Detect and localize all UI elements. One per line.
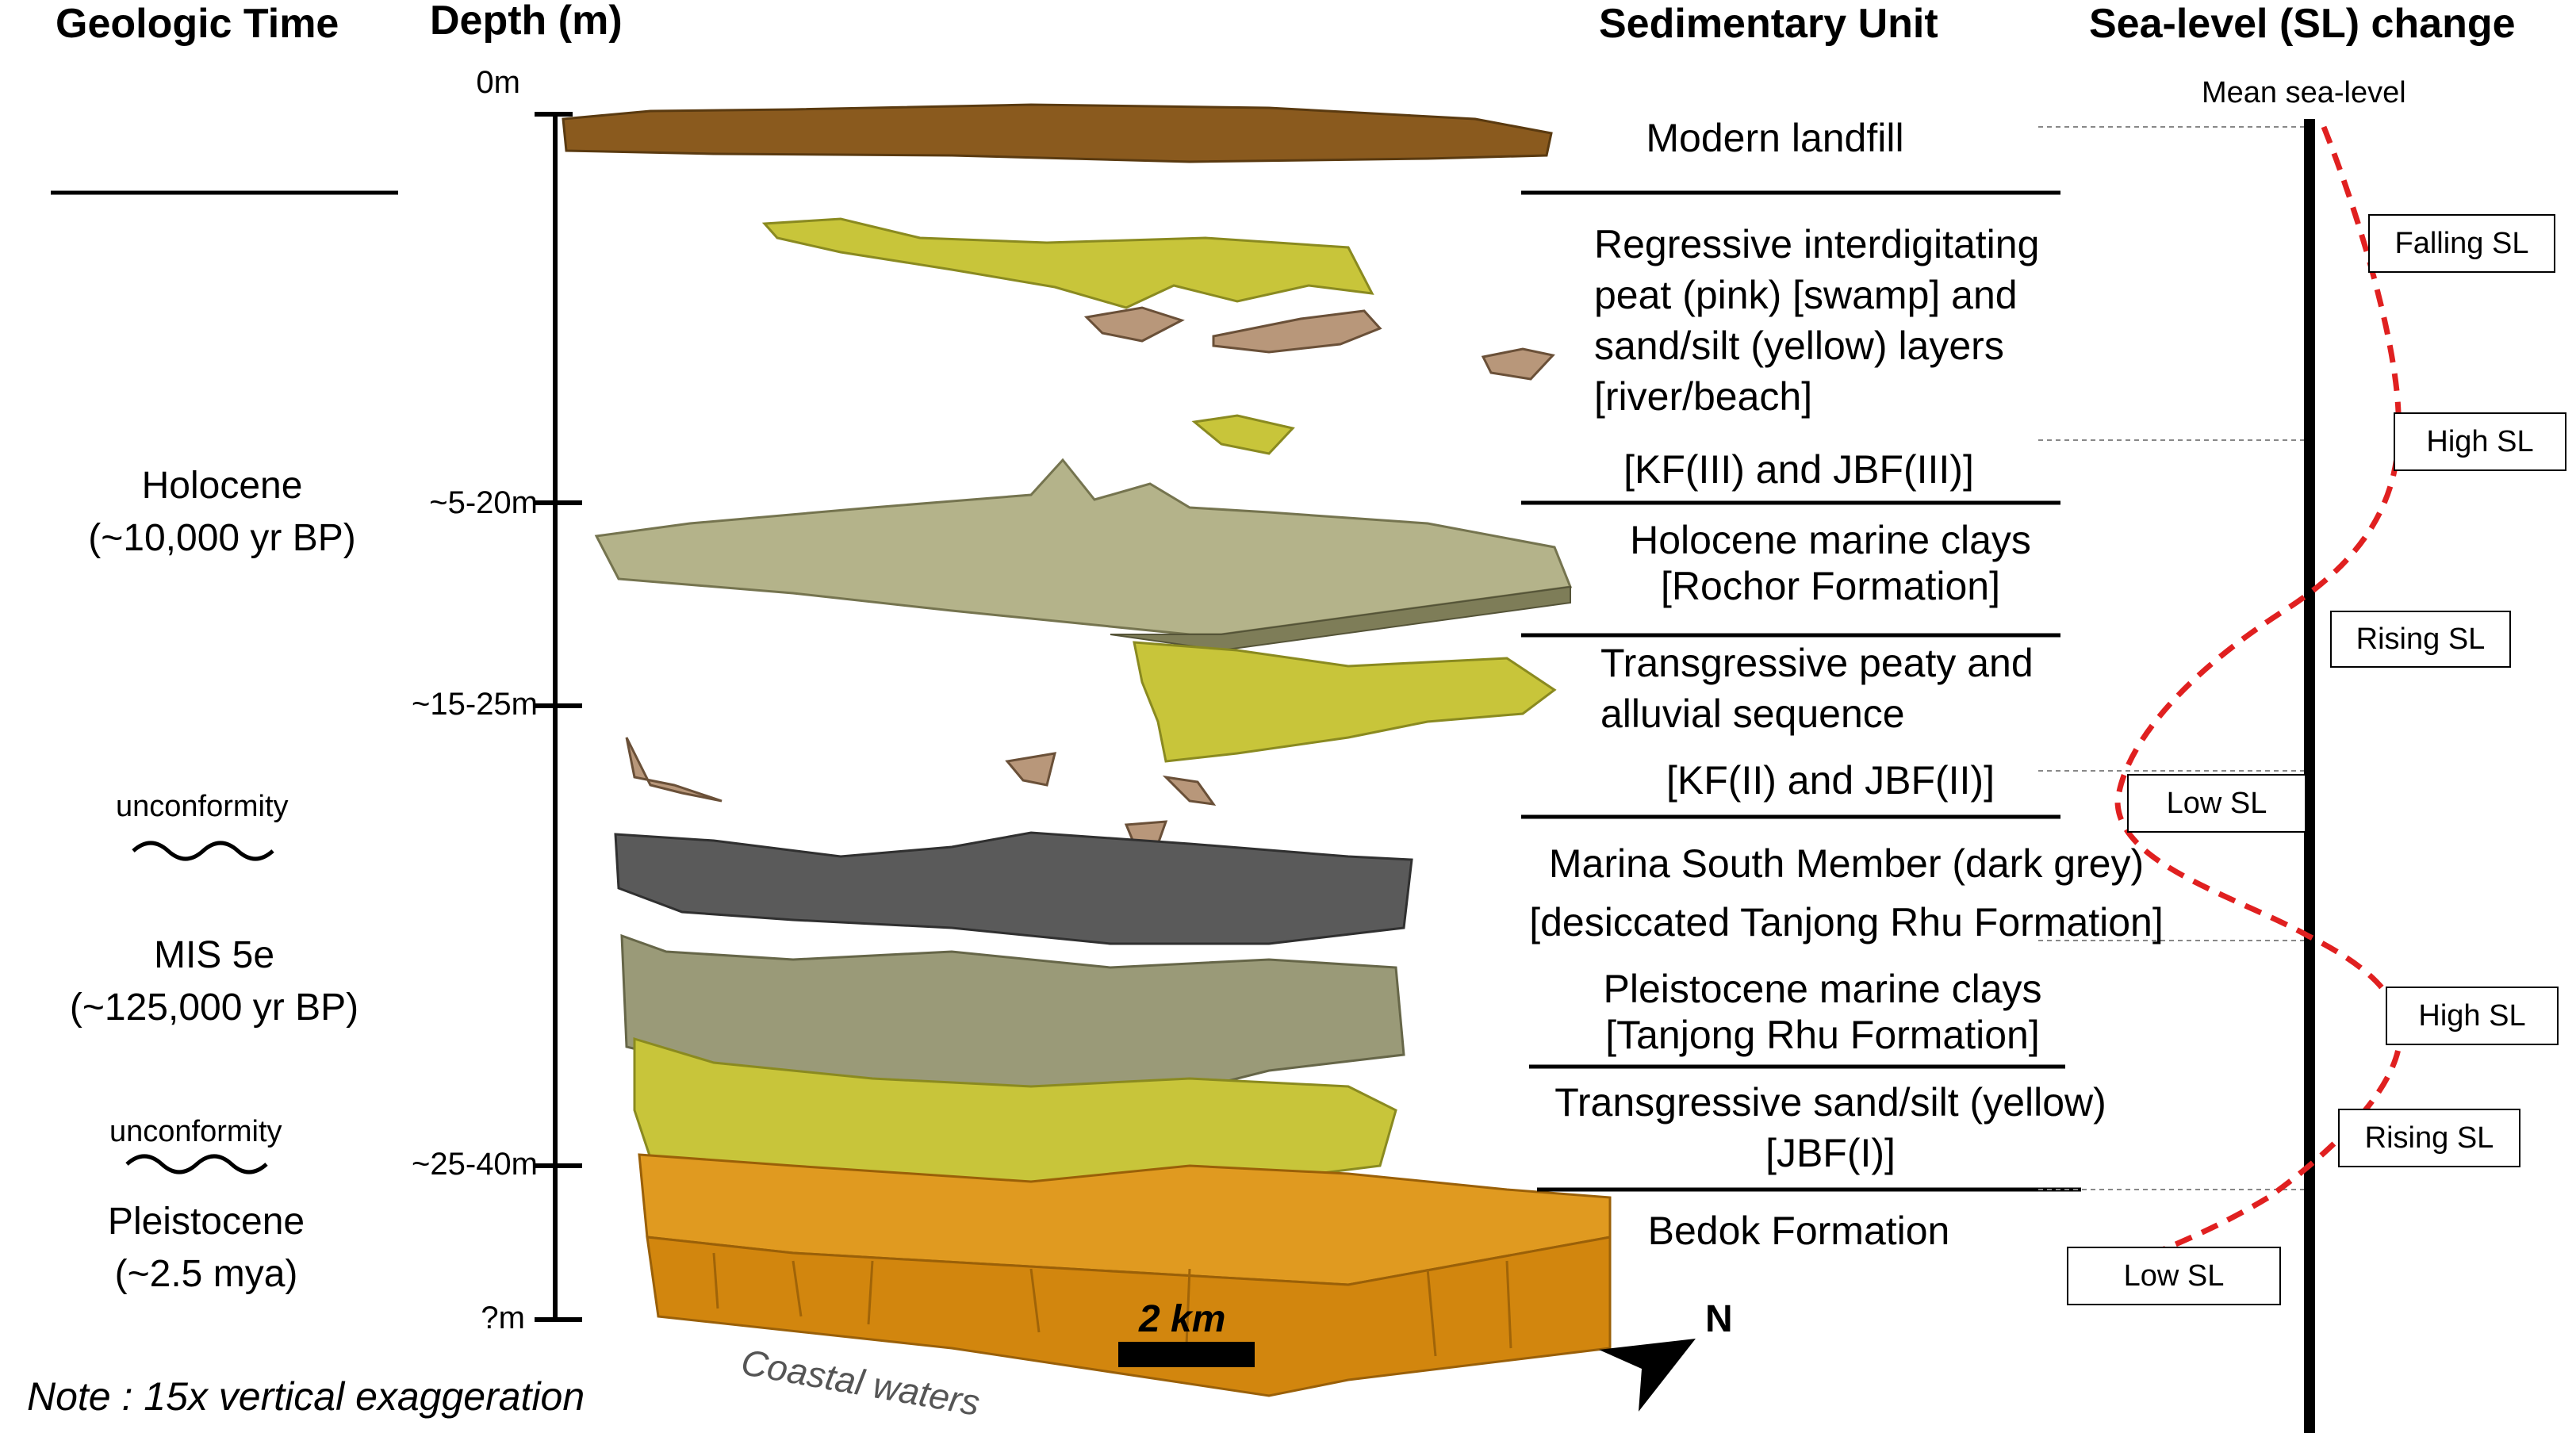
depth-tick-4: ?m: [481, 1301, 525, 1335]
unit-divider-lines: [1521, 190, 2081, 1192]
unconformity-label-lower: unconformity: [109, 1115, 282, 1148]
sl-box-rising-lower: Rising SL: [2338, 1109, 2520, 1167]
sl-box-low-lower: Low SL: [2067, 1247, 2281, 1305]
unit-marina-south-line-1: Marina South Member (dark grey): [1548, 841, 2145, 886]
depth-tick-1: ~5-20m: [429, 485, 538, 520]
bedok-ridges: [712, 1252, 1512, 1365]
depth-tick-3: ~25-40m: [412, 1147, 538, 1182]
layer-transgressive-peaty: [1133, 641, 1557, 763]
sea-level-dashed-guides: [2038, 126, 2306, 1190]
layer-holocene-marine-clay: [594, 458, 1573, 636]
era-holocene: Holocene (~10,000 yr BP): [48, 460, 397, 565]
unit-regressive-line-2: peat (pink) [swamp] and: [1594, 273, 2018, 317]
sl-box-rising-upper: Rising SL: [2330, 611, 2511, 668]
layer-regressive-sand-small: [1191, 414, 1295, 455]
layer-bedok-formation-body: [646, 1236, 1612, 1397]
depth-axis: [535, 112, 582, 1322]
unit-regressive-line-3: sand/silt (yellow) layers: [1594, 324, 2004, 368]
scale-bar: [1118, 1342, 1255, 1367]
depth-tick-2: ~15-25m: [412, 687, 538, 722]
era-mis5e-name: MIS 5e: [153, 934, 275, 976]
north-label: N: [1705, 1298, 1733, 1340]
mean-sea-level-label: Mean sea-level: [2202, 76, 2406, 109]
unit-kf3: [KF(III) and JBF(III)]: [1623, 447, 1974, 492]
era-pleistocene: Pleistocene (~2.5 mya): [32, 1196, 381, 1301]
header-depth: Depth (m): [430, 0, 623, 44]
unit-kf2: [KF(II) and JBF(II)]: [1666, 758, 1995, 803]
unit-holocene-clays-line-1: Holocene marine clays: [1630, 518, 2031, 562]
layer-modern-landfill: [562, 103, 1553, 163]
unconformity-label-upper: unconformity: [116, 790, 289, 823]
unit-marina-south-line-2: [desiccated Tanjong Rhu Formation]: [1529, 900, 2164, 944]
sl-box-high-upper: High SL: [2394, 412, 2566, 471]
sl-box-low-upper: Low SL: [2127, 774, 2306, 833]
layer-marina-south-member: [614, 831, 1413, 945]
north-arrow-icon: [1599, 1339, 1696, 1412]
unit-transgressive-peaty: Transgressive peaty and alluvial sequenc…: [1600, 638, 2034, 739]
unit-transgressive-peaty-line-1: Transgressive peaty and: [1600, 641, 2034, 685]
era-pleistocene-name: Pleistocene: [107, 1201, 305, 1243]
unit-bedok: Bedok Formation: [1647, 1209, 1950, 1253]
unit-regressive-line-4: [river/beach]: [1594, 374, 1813, 419]
unit-holocene-clays: Holocene marine clays [Rochor Formation]: [1553, 517, 2108, 609]
unit-pleistocene-clays: Pleistocene marine clays [Tanjong Rhu Fo…: [1529, 966, 2116, 1058]
unit-transgressive-sand-line-1: Transgressive sand/silt (yellow): [1554, 1080, 2106, 1125]
era-mis5e-age: (~125,000 yr BP): [69, 987, 359, 1029]
sl-box-high-lower: High SL: [2386, 987, 2559, 1045]
unit-marina-south: Marina South Member (dark grey) [desicca…: [1474, 834, 2219, 952]
unit-modern-landfill: Modern landfill: [1646, 116, 1904, 160]
unit-holocene-clays-line-2: [Rochor Formation]: [1661, 564, 2000, 608]
unit-transgressive-sand-line-2: [JBF(I)]: [1765, 1131, 1896, 1175]
unconformity-wave-upper: [132, 841, 274, 861]
header-sea-level: Sea-level (SL) change: [2089, 1, 2516, 47]
era-holocene-age: (~10,000 yr BP): [88, 517, 356, 559]
era-mis5e: MIS 5e (~125,000 yr BP): [40, 929, 389, 1034]
layer-regressive-sand: [761, 217, 1374, 309]
header-geologic-time: Geologic Time: [56, 1, 339, 47]
unit-pleistocene-clays-line-1: Pleistocene marine clays: [1603, 967, 2042, 1011]
header-sedimentary-unit: Sedimentary Unit: [1599, 1, 1938, 47]
vertical-exaggeration-note: Note : 15x vertical exaggeration: [27, 1374, 585, 1419]
depth-tick-0: 0m: [476, 65, 520, 100]
unit-regressive-line-1: Regressive interdigitating: [1594, 222, 2040, 266]
scale-bar-label: 2 km: [1139, 1298, 1226, 1340]
era-pleistocene-age: (~2.5 mya): [114, 1253, 298, 1295]
unit-transgressive-sand: Transgressive sand/silt (yellow) [JBF(I)…: [1521, 1077, 2140, 1178]
unit-regressive: Regressive interdigitating peat (pink) […: [1594, 219, 2039, 422]
unit-pleistocene-clays-line-2: [Tanjong Rhu Formation]: [1605, 1013, 2040, 1057]
sl-box-falling: Falling SL: [2368, 214, 2555, 273]
unconformity-wave-lower: [125, 1154, 268, 1174]
unit-transgressive-peaty-line-2: alluvial sequence: [1600, 692, 1905, 736]
era-holocene-name: Holocene: [141, 465, 303, 507]
